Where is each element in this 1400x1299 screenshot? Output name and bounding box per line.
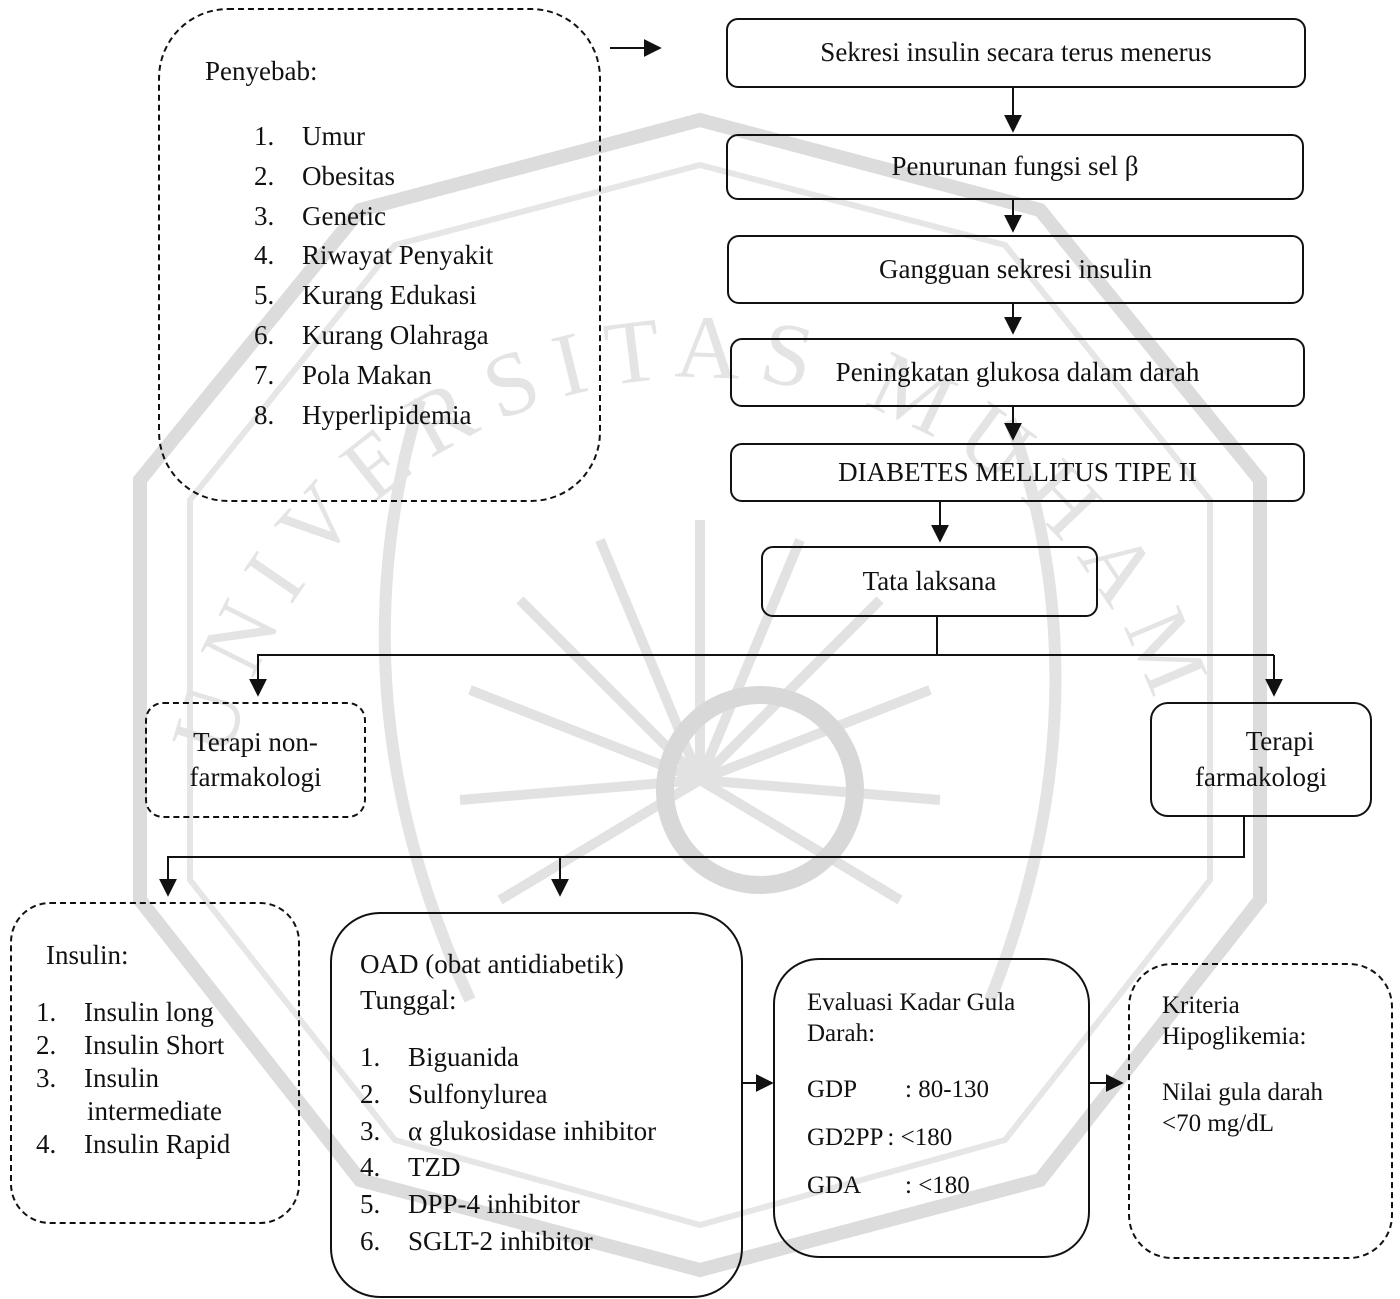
step-continuous-secretion: Sekresi insulin secara terus menerus — [726, 18, 1306, 88]
step-glucose-increase: Peningkatan glukosa dalam darah — [730, 338, 1305, 407]
step-management: Tata laksana — [761, 546, 1098, 617]
insulin-title: Insulin: — [46, 940, 129, 970]
list-item: 2.Obesitas — [254, 157, 493, 197]
evaluation-label: GDA — [807, 1172, 862, 1199]
list-item: 4.Riwayat Penyakit — [254, 236, 493, 276]
step-diabetes-type2: DIABETES MELLITUS TIPE II — [730, 443, 1305, 502]
step-label: Tata laksana — [862, 565, 997, 596]
nonpharma-therapy-box: Terapi non- farmakologi — [145, 702, 366, 818]
cause-text: Genetic — [302, 200, 386, 231]
pharma-therapy-box: Terapi farmakologi — [1150, 702, 1372, 817]
causes-list: 1.Umur 2.Obesitas 3.Genetic 4.Riwayat Pe… — [254, 117, 493, 435]
evaluation-value: : <180 — [887, 1124, 953, 1151]
branch-to-nonpharma — [249, 654, 1274, 697]
insulin-list: 1.Insulin long 2.Insulin Short 3.Insulin… — [36, 996, 230, 1161]
oad-box: OAD (obat antidiabetik) Tunggal: 1.Bigua… — [330, 912, 743, 1298]
oad-text: DPP-4 inhibitor — [408, 1189, 580, 1220]
cause-text: Obesitas — [302, 160, 395, 191]
evaluation-value: : <180 — [905, 1172, 970, 1199]
step-label: Penurunan fungsi sel β — [891, 151, 1139, 182]
step-label: DIABETES MELLITUS TIPE II — [838, 456, 1197, 487]
evaluation-label: GD2PP — [807, 1124, 884, 1151]
evaluation-label: GDP — [807, 1076, 858, 1103]
evaluation-rows: GDP: 80-130 GD2PP: <180 GDA: <180 — [807, 1066, 989, 1210]
therapy-label-line: farmakologi — [189, 762, 322, 792]
step-secretion-disorder: Gangguan sekresi insulin — [727, 235, 1304, 304]
therapy-label-line: farmakologi — [1195, 761, 1327, 792]
evaluation-title-line: Darah: — [807, 1020, 876, 1047]
evaluation-title-line: Evaluasi Kadar Gula — [807, 989, 1016, 1016]
evaluation-row: GDA : <180 — [807, 1162, 989, 1210]
list-item: 4.TZD — [360, 1149, 656, 1186]
list-item: 2.Insulin Short — [36, 1030, 225, 1060]
hypoglycemia-title: Kriteria Hipoglikemia: — [1162, 990, 1306, 1052]
causes-title: Penyebab: — [205, 56, 318, 86]
evaluation-box: Evaluasi Kadar Gula Darah: GDP : 80-130 G… — [773, 958, 1090, 1258]
insulin-box: Insulin: 1.Insulin long 2.Insulin Short … — [10, 902, 300, 1224]
list-item: 3.α glukosidase inhibitor — [360, 1113, 656, 1150]
hypoglycemia-title-line: Hipoglikemia: — [1162, 1023, 1307, 1050]
evaluation-row: GD2PP: <180 — [807, 1114, 989, 1162]
step-label: Peningkatan glukosa dalam darah — [835, 356, 1200, 387]
evaluation-row: GDP : 80-130 — [807, 1066, 989, 1114]
insulin-text: Insulin Short — [84, 1030, 225, 1060]
list-item: 3.Genetic — [254, 197, 493, 237]
cause-text: Pola Makan — [302, 359, 432, 390]
list-item: 6.Kurang Olahraga — [254, 316, 493, 356]
list-item: 1.Insulin long — [36, 997, 214, 1027]
list-item: 1.Umur — [254, 117, 493, 157]
pharma-branch-line — [159, 817, 1245, 897]
hypoglycemia-box: Kriteria Hipoglikemia: Nilai gula darah … — [1128, 963, 1393, 1259]
list-item: 6.SGLT-2 inhibitor — [360, 1223, 656, 1260]
cause-text: Kurang Olahraga — [302, 319, 489, 350]
hypoglycemia-value-line: <70 mg/dL — [1162, 1110, 1275, 1137]
evaluation-title: Evaluasi Kadar Gula Darah: — [807, 987, 1015, 1049]
insulin-text: Insulin Rapid — [84, 1129, 231, 1159]
oad-text: Sulfonylurea — [408, 1078, 548, 1109]
cause-text: Kurang Edukasi — [302, 280, 477, 311]
oad-title-line: Tunggal: — [360, 985, 457, 1015]
list-item: 2.Sulfonylurea — [360, 1076, 656, 1113]
oad-title: OAD (obat antidiabetik) Tunggal: — [360, 946, 624, 1018]
oad-text: TZD — [408, 1152, 461, 1183]
cause-text: Riwayat Penyakit — [302, 240, 494, 271]
insulin-text: Insulin long — [84, 997, 214, 1027]
list-item: 5.DPP-4 inhibitor — [360, 1186, 656, 1223]
oad-title-line: OAD (obat antidiabetik) — [360, 949, 624, 979]
hypoglycemia-value-line: Nilai gula darah — [1162, 1079, 1324, 1106]
list-item: 7.Pola Makan — [254, 356, 493, 396]
insulin-text: Insulin — [84, 1063, 160, 1093]
step-label: Gangguan sekresi insulin — [879, 253, 1152, 284]
step-beta-cell-decline: Penurunan fungsi sel β — [726, 134, 1304, 200]
cause-text: Umur — [302, 121, 365, 151]
step-label: Sekresi insulin secara terus menerus — [820, 37, 1212, 68]
list-item: 1.Biguanida — [360, 1039, 656, 1076]
hypoglycemia-title-line: Kriteria — [1162, 992, 1240, 1019]
causes-box: Penyebab: 1.Umur 2.Obesitas 3.Genetic 4.… — [158, 8, 601, 502]
hypoglycemia-value: Nilai gula darah <70 mg/dL — [1162, 1077, 1323, 1139]
list-item: 4.Insulin Rapid — [36, 1129, 231, 1159]
list-item: 5.Kurang Edukasi — [254, 276, 493, 316]
therapy-label-line: Terapi non- — [193, 726, 318, 757]
oad-list: 1.Biguanida 2.Sulfonylurea 3.α glukosida… — [360, 1039, 656, 1260]
list-item: 8.Hyperlipidemia — [254, 396, 493, 436]
oad-text: Biguanida — [408, 1042, 519, 1072]
therapy-label-line: Terapi — [1245, 726, 1315, 757]
oad-text: SGLT-2 inhibitor — [408, 1225, 593, 1256]
insulin-text: intermediate — [87, 1096, 222, 1126]
cause-text: Hyperlipidemia — [302, 399, 472, 430]
evaluation-value: : 80-130 — [905, 1076, 990, 1103]
oad-text: α glukosidase inhibitor — [408, 1115, 657, 1146]
